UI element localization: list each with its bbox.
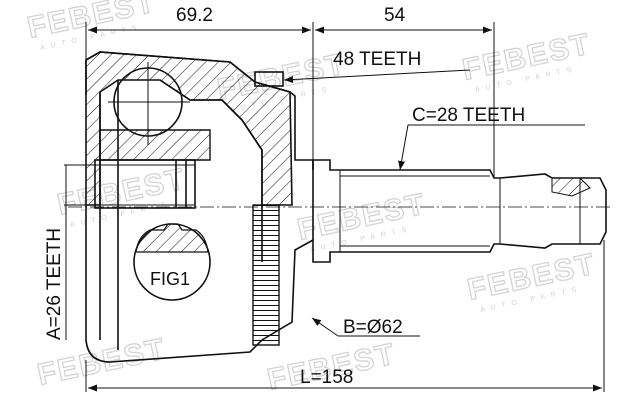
dimension-69-label: 69.2	[176, 5, 213, 26]
diameter-b-label: B=Ø62	[343, 317, 403, 338]
total-length-label: L=158	[300, 367, 353, 388]
stub-shaft	[312, 159, 607, 263]
spline-c-label: C=28 TEETH	[412, 105, 525, 126]
labels: 69.2 54 48 TEETH C=28 TEETH B=Ø62 L=158 …	[44, 5, 525, 388]
dimension-54-label: 54	[384, 5, 406, 26]
dimension-lines	[85, 22, 605, 392]
fig1-detail: FIG1	[133, 223, 211, 301]
fig1-spline-profile	[135, 223, 209, 253]
shaft-spline-hatch	[551, 177, 591, 197]
inner-race	[99, 129, 211, 161]
leader-lines	[65, 69, 585, 340]
outer-teeth-label: 48 TEETH	[333, 49, 421, 70]
outer-housing	[64, 51, 314, 363]
watermark-brand: FEBEST	[35, 332, 169, 391]
spline-a-label: A=26 TEETH	[44, 228, 65, 340]
fig1-label: FIG1	[150, 269, 190, 289]
abs-ring	[252, 204, 280, 346]
